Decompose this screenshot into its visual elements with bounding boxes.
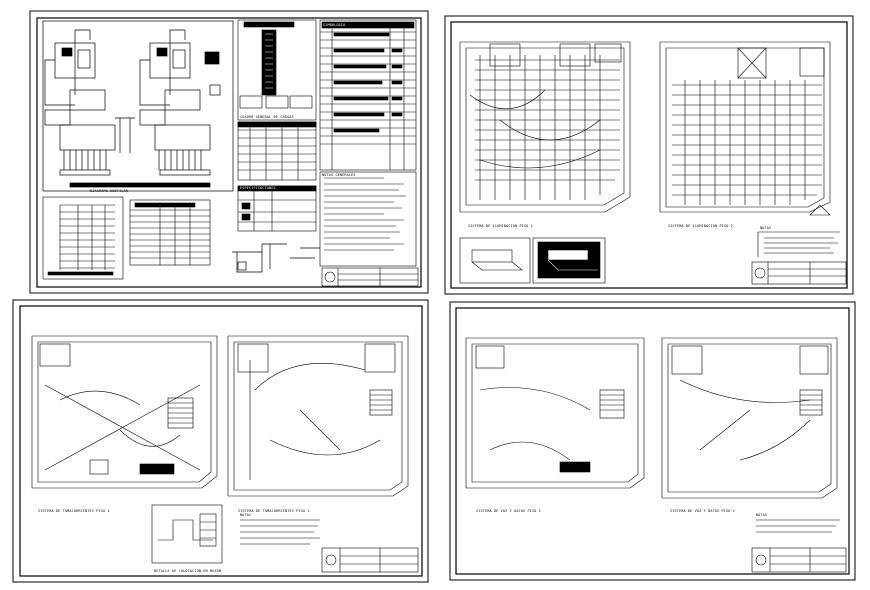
voice-data-plan-floor-1 (465, 337, 645, 489)
buzon-detail (151, 504, 223, 564)
notes-2 (757, 231, 840, 257)
lighting-plan-floor-2 (659, 41, 831, 216)
panel-schedule-right (129, 199, 211, 266)
lighting-plan-floor-1 (459, 41, 631, 213)
sheet-3-label-2: SISTEMA DE TOMACORRIENTES PISO 2 (238, 509, 310, 513)
sheet-1-label-5: NOTAS GENERALES (322, 173, 356, 177)
legend-table (319, 19, 417, 267)
sheet-1-label-1: CUADRO GENERAL DE CARGAS (240, 115, 294, 119)
sheet-1-label-4: ESPECIFICACIONES (240, 186, 276, 190)
sheet-2: SISTEMA DE ILUMINACION PISO 1 SISTEMA DE… (444, 15, 854, 295)
sheet-3-label-4: NOTAS (240, 513, 251, 517)
sheet-4-label-2: SISTEMA DE VOZ Y DATOS PISO 2 (670, 509, 735, 513)
sheet-2-label-1: SISTEMA DE ILUMINACION PISO 1 (468, 224, 533, 228)
sheet-1: CUADRO GENERAL DE CARGAS SIMBOLOGIA DIAG… (29, 10, 429, 294)
panel-schedule-left (42, 196, 124, 280)
title-block-1 (321, 267, 419, 287)
sheet-2-label-2: SISTEMA DE ILUMINACION PISO 2 (668, 224, 733, 228)
notes-3 (240, 519, 320, 545)
fixture-details (459, 237, 606, 284)
sheet-1-label-3: DIAGRAMA UNIFILAR (90, 189, 129, 193)
sheet-2-label-3: NOTAS (760, 226, 771, 230)
sheet-4: SISTEMA DE VOZ Y DATOS PISO 1 SISTEMA DE… (449, 301, 856, 581)
outlet-plan-floor-1 (31, 335, 218, 489)
notes-4 (756, 519, 840, 533)
single-line-diagram (42, 20, 234, 192)
title-block-4 (751, 547, 847, 573)
sheet-3-label-3: DETALLE DE COLOCACION EN BUZON (154, 569, 221, 573)
grounding-detail (232, 243, 320, 273)
sheet-4-label-1: SISTEMA DE VOZ Y DATOS PISO 1 (476, 509, 541, 513)
title-block-3 (321, 547, 419, 573)
sheet-3: SISTEMA DE TOMACORRIENTES PISO 1 SISTEMA… (12, 299, 429, 583)
outlet-plan-floor-2 (227, 335, 409, 497)
sheet-1-label-2: SIMBOLOGIA (323, 23, 345, 27)
voice-data-plan-floor-2 (661, 337, 838, 499)
column-schedule-table (237, 19, 317, 232)
sheet-3-label-1: SISTEMA DE TOMACORRIENTES PISO 1 (38, 509, 110, 513)
sheet-4-label-3: NOTAS (756, 513, 767, 517)
title-block-2 (751, 261, 847, 285)
